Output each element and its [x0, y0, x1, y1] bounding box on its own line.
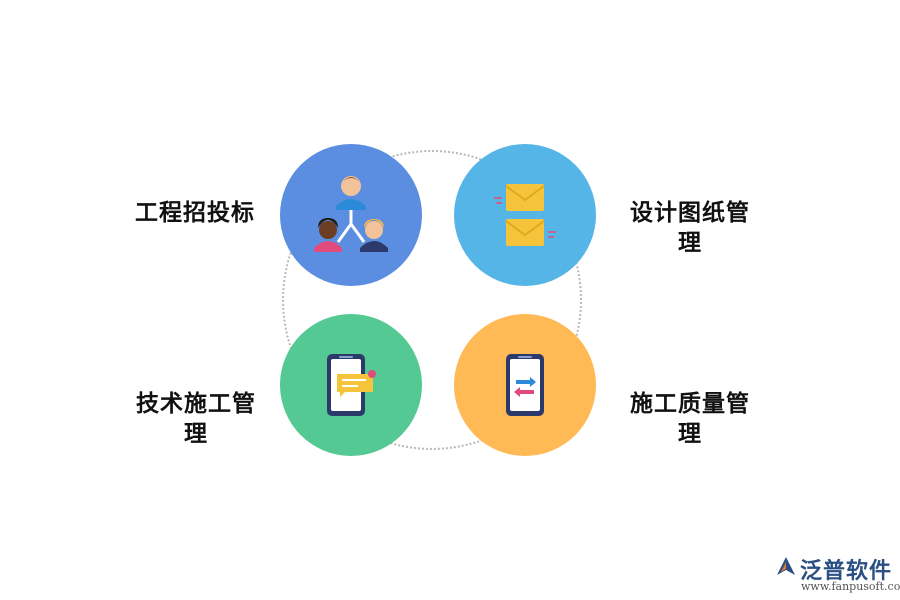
label-technical-construction: 技术施工管理	[136, 391, 256, 447]
fanpu-logo: 泛普软件 www.fanpusoft.com	[774, 553, 900, 595]
label-bidding: 工程招投标	[135, 200, 255, 226]
phone-chat-icon	[327, 354, 376, 416]
circle-technical-construction	[280, 314, 422, 456]
envelope-icon	[494, 184, 556, 246]
circle-design-drawings	[454, 144, 596, 286]
logo-name: 泛普软件	[800, 559, 893, 584]
logo-url: www.fanpusoft.com	[801, 580, 900, 593]
circle-construction-quality	[454, 314, 596, 456]
dotted-ring	[282, 150, 582, 450]
label-construction-quality: 施工质量管理	[630, 391, 750, 447]
people-network-icon	[314, 176, 388, 252]
label-design-drawings: 设计图纸管理	[630, 200, 750, 256]
circle-bidding	[280, 144, 422, 286]
logo-mark-icon	[777, 557, 795, 575]
phone-transfer-icon	[506, 354, 544, 416]
